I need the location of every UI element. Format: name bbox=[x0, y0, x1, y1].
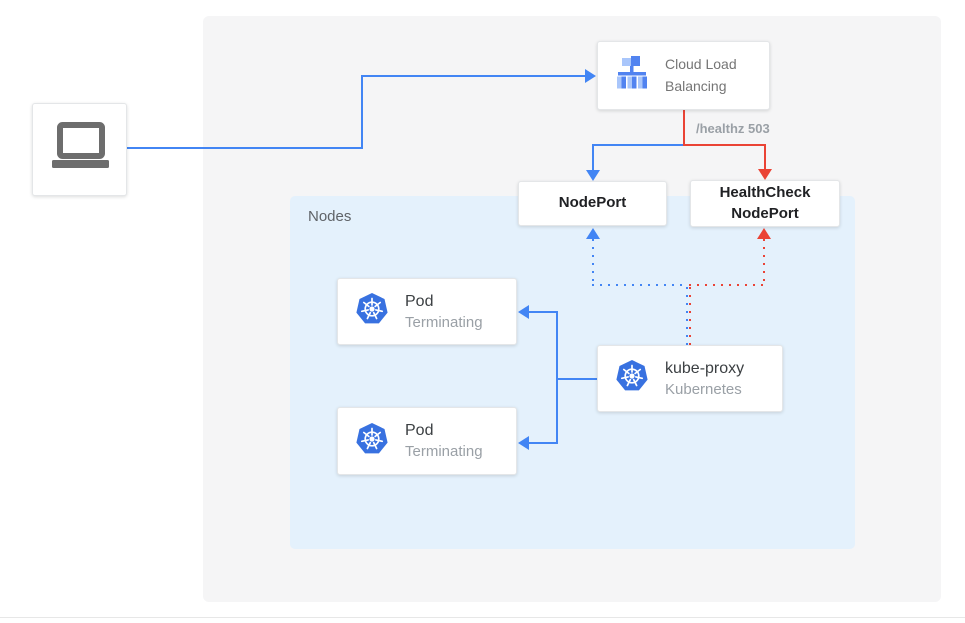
kubernetes-icon bbox=[354, 421, 390, 462]
kube-proxy-title: kube-proxy bbox=[665, 359, 745, 377]
nodeport-card: NodePort bbox=[518, 181, 667, 226]
pod-subtitle: Terminating bbox=[405, 313, 483, 331]
bottom-divider bbox=[0, 617, 965, 618]
dotted-kproxy-up-red bbox=[689, 287, 691, 345]
line-to-pod2-h bbox=[527, 442, 557, 444]
healthcheck-nodeport-label: HealthCheck NodePort bbox=[719, 184, 811, 222]
line-to-hc-nodeport-v bbox=[764, 144, 766, 171]
pod-terminating-card: Pod Terminating bbox=[337, 278, 517, 345]
line-laptop-to-clb-h1 bbox=[127, 147, 363, 149]
pod-title: Pod bbox=[405, 292, 434, 310]
kube-proxy-card: kube-proxy Kubernetes bbox=[597, 345, 783, 412]
dotted-red-v bbox=[763, 239, 765, 284]
arrowhead-into-nodeport bbox=[586, 170, 600, 181]
kube-proxy-subtitle: Kubernetes bbox=[665, 380, 742, 398]
dotted-blue-v bbox=[592, 239, 594, 284]
line-kproxy-pods-v bbox=[556, 311, 558, 444]
line-kproxy-out-h bbox=[557, 378, 597, 380]
arrowhead-into-hc-nodeport bbox=[758, 169, 772, 180]
arrowhead-into-pod2 bbox=[518, 436, 529, 450]
dotted-kproxy-up-blue bbox=[686, 287, 688, 345]
nodes-panel-label: Nodes bbox=[308, 208, 352, 225]
arrowhead-into-pod1 bbox=[518, 305, 529, 319]
kubernetes-icon bbox=[614, 358, 650, 399]
healthcheck-nodeport-card: HealthCheck NodePort bbox=[690, 180, 840, 227]
pod-title: Pod bbox=[405, 422, 434, 439]
line-branch-red-h bbox=[683, 144, 766, 146]
cloud-load-balancing-card: Cloud Load Balancing bbox=[597, 41, 770, 110]
arrowhead-into-clb bbox=[585, 69, 596, 83]
pod-terminating-card: Pod Terminating bbox=[337, 407, 517, 475]
arrowhead-up-into-hc-nodeport bbox=[757, 228, 771, 239]
cloud-load-balancing-icon bbox=[612, 56, 652, 95]
line-laptop-to-clb-v bbox=[361, 75, 363, 149]
line-branch-blue-h bbox=[592, 144, 684, 146]
dotted-blue-h bbox=[592, 284, 686, 286]
line-to-pod1-h bbox=[527, 311, 557, 313]
arrowhead-up-into-nodeport bbox=[586, 228, 600, 239]
cloud-load-balancing-label: Cloud Load Balancing bbox=[665, 55, 737, 94]
dotted-red-h bbox=[689, 284, 763, 286]
line-to-nodeport-v bbox=[592, 144, 594, 172]
nodeport-label: NodePort bbox=[558, 194, 627, 212]
kubernetes-icon bbox=[354, 291, 390, 332]
line-clb-down-red bbox=[683, 110, 685, 146]
healthz-503-label: /healthz 503 bbox=[696, 121, 770, 136]
pod-subtitle: Terminating bbox=[405, 443, 483, 460]
line-laptop-to-clb-h2 bbox=[361, 75, 587, 77]
client-laptop-card bbox=[32, 103, 127, 196]
laptop-icon bbox=[49, 121, 111, 178]
